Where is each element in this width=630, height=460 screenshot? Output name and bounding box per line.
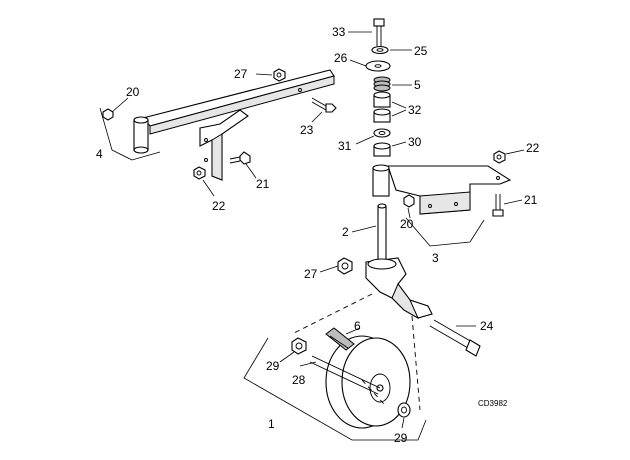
callout-33: 33 [332,25,346,39]
callout-4: 4 [96,147,103,161]
callout-2: 2 [342,225,349,239]
bolt-21-right [492,194,504,217]
upper-arm-assembly [133,69,335,181]
callout-21-left: 21 [256,177,270,191]
callout-26: 26 [334,51,348,65]
callout-23: 23 [300,123,314,137]
callout-22-right: 22 [526,141,540,155]
callout-21-right: 21 [524,193,538,207]
callout-1: 1 [268,417,275,431]
nut-27-lower [337,257,353,275]
callout-3: 3 [432,251,439,265]
nut-20-left [102,108,114,121]
callout-32: 32 [408,103,422,117]
bolt-23 [311,97,337,113]
mount-plate-3 [372,164,512,215]
bushing-32-upper [373,91,391,108]
washer-25 [371,45,389,55]
callout-6: 6 [354,319,361,333]
spacer-29-left [291,337,307,355]
axle-28 [309,355,381,395]
callout-24: 24 [480,319,494,333]
callout-28: 28 [292,373,306,387]
bolt-24 [429,319,481,357]
wheel-1 [325,335,411,429]
callout-20-left: 20 [126,85,140,99]
spindle-2 [377,203,387,267]
bolt-33 [373,18,385,46]
nut-27-upper [273,68,286,82]
bushing-32-lower [373,108,391,123]
nut-22-right [493,150,506,164]
callout-29-right: 29 [394,431,408,445]
callout-5: 5 [414,78,421,92]
bearing-6 [325,327,355,351]
callout-30: 30 [408,135,422,149]
bushing-30 [373,142,391,157]
spacer-29-right [397,402,411,418]
washer-26 [365,60,391,72]
callout-31: 31 [338,139,352,153]
nut-20-right [403,194,415,208]
figure-code: CD3982 [478,399,508,408]
spring-5 [373,76,391,92]
washer-31 [373,128,391,138]
caster-fork [365,257,433,320]
callout-27-lower: 27 [304,267,318,281]
bolt-21-left [229,151,251,165]
nut-22-left [193,166,206,180]
callout-27-upper: 27 [234,67,248,81]
callout-22-left: 22 [212,199,226,213]
callout-29-left: 29 [266,359,280,373]
callout-20-right: 20 [400,217,414,231]
callout-25: 25 [414,44,428,58]
